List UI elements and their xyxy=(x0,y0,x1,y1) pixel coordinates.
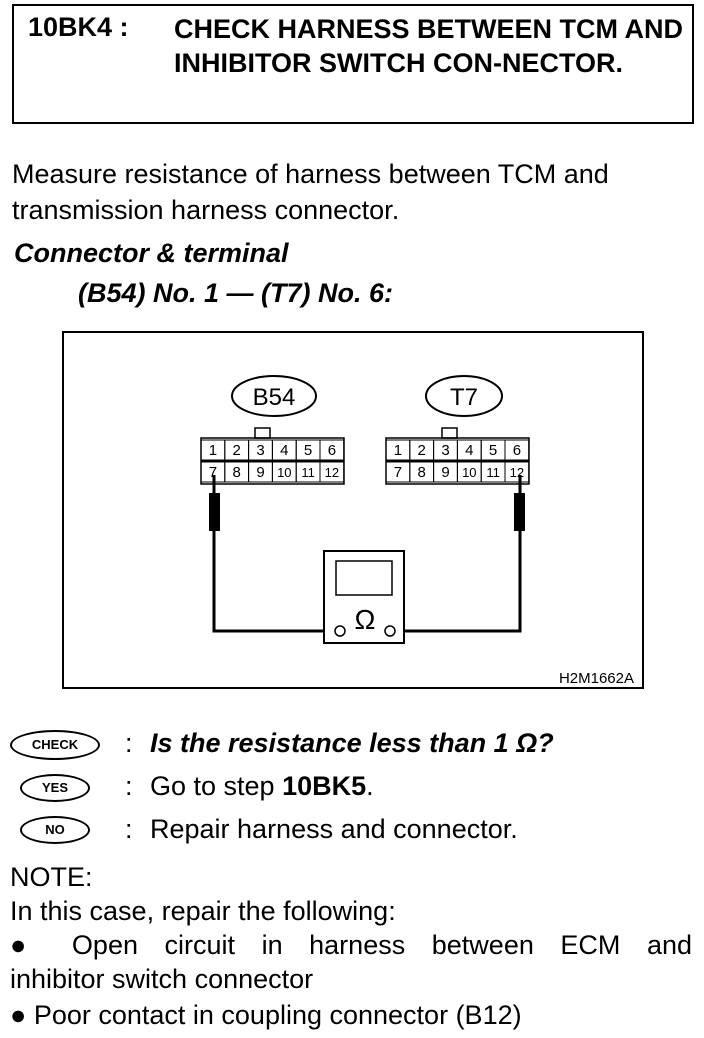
yes-suffix: . xyxy=(366,771,374,801)
b54-top-pin-label: 5 xyxy=(304,442,312,459)
note-item-1-continued: inhibitor switch connector xyxy=(10,964,314,994)
step-id: 10BK4 : xyxy=(28,12,129,42)
yes-answer: Go to step 10BK5. xyxy=(150,771,374,802)
step-title-text: CHECK HARNESS BETWEEN TCM AND INHIBITOR … xyxy=(174,14,684,78)
b54-bottom-pin-label: 12 xyxy=(325,465,339,480)
ohm-meter: Ω xyxy=(323,550,405,644)
b54-bottom-pin-label: 7 xyxy=(209,464,217,481)
yes-colon: : xyxy=(125,771,133,801)
b54-bottom-pin-label: 10 xyxy=(277,465,291,480)
t7-top-pin-label: 6 xyxy=(513,442,521,459)
b54-top-pin-label: 3 xyxy=(256,442,264,459)
t7-top-pin-label: 1 xyxy=(394,442,402,459)
t7-top-pin-label: 2 xyxy=(418,442,426,459)
ohm-symbol: Ω xyxy=(355,604,376,635)
t7-bottom-pin-label: 10 xyxy=(462,465,476,480)
yes-badge: YES xyxy=(20,774,90,802)
step-title: CHECK HARNESS BETWEEN TCM AND INHIBITOR … xyxy=(174,12,689,80)
note-item-2-text: Poor contact in coupling connector (B12) xyxy=(33,1000,522,1030)
note-item-1: ● Open circuit in harness between ECM an… xyxy=(10,928,692,962)
right-probe xyxy=(394,475,525,633)
t7-bottom-pin-label: 7 xyxy=(394,464,402,481)
no-colon: : xyxy=(125,814,133,844)
t7-top-pin-cell xyxy=(504,439,530,461)
note-heading: NOTE: xyxy=(10,862,93,892)
note-intro: In this case, repair the following: xyxy=(10,896,396,926)
b54-label-ellipse xyxy=(231,375,317,417)
t7-top-pin-label: 4 xyxy=(465,442,473,459)
yes-prefix: Go to step xyxy=(150,771,283,801)
b54-bottom-pin-label: 9 xyxy=(256,464,264,481)
b54-bottom-pin-label: 11 xyxy=(301,465,315,480)
b54-bottom-pin-cell xyxy=(319,461,345,483)
check-badge: CHECK xyxy=(10,730,100,760)
t7-top-pin-label: 3 xyxy=(441,442,449,459)
intro-text: Measure resistance of harness between TC… xyxy=(12,159,609,225)
figure-code: H2M1662A xyxy=(559,670,634,687)
note-item-1-text: Open circuit in harness between ECM and xyxy=(71,930,693,960)
b54-top-pin-label: 4 xyxy=(280,442,288,459)
step-header: 10BK4 : CHECK HARNESS BETWEEN TCM AND IN… xyxy=(12,4,694,124)
b54-label: B54 xyxy=(253,384,296,411)
connector-label: Connector & terminal xyxy=(14,238,289,268)
t7-bottom-pin-label: 8 xyxy=(418,464,426,481)
b54-bottom-pin-label: 8 xyxy=(233,464,241,481)
t7-bottom-pin-label: 9 xyxy=(441,464,449,481)
connector-value: (B54) No. 1 — (T7) No. 6: xyxy=(78,278,394,308)
check-question: Is the resistance less than 1 Ω? xyxy=(150,728,554,758)
note-item-2: ● Poor contact in coupling connector (B1… xyxy=(10,998,692,1032)
t7-bottom-pin-label: 12 xyxy=(510,465,524,480)
no-badge: NO xyxy=(20,816,90,844)
yes-step: 10BK5 xyxy=(282,771,367,801)
left-probe xyxy=(209,475,334,633)
b54-top-pin-cell xyxy=(319,439,345,461)
t7-bottom-pin-label: 11 xyxy=(486,465,500,480)
b54-top-pin-label: 1 xyxy=(209,442,217,459)
bullet-icon: ● xyxy=(10,930,72,960)
t7-label-ellipse xyxy=(425,375,503,417)
no-answer: Repair harness and connector. xyxy=(150,814,518,844)
bullet-icon: ● xyxy=(10,1000,34,1030)
b54-top-pin-label: 2 xyxy=(233,442,241,459)
b54-top-pin-label: 6 xyxy=(328,442,336,459)
t7-label: T7 xyxy=(450,384,478,411)
t7-top-pin-label: 5 xyxy=(489,442,497,459)
t7-bottom-pin-cell xyxy=(504,461,530,483)
check-colon: : xyxy=(125,728,133,758)
